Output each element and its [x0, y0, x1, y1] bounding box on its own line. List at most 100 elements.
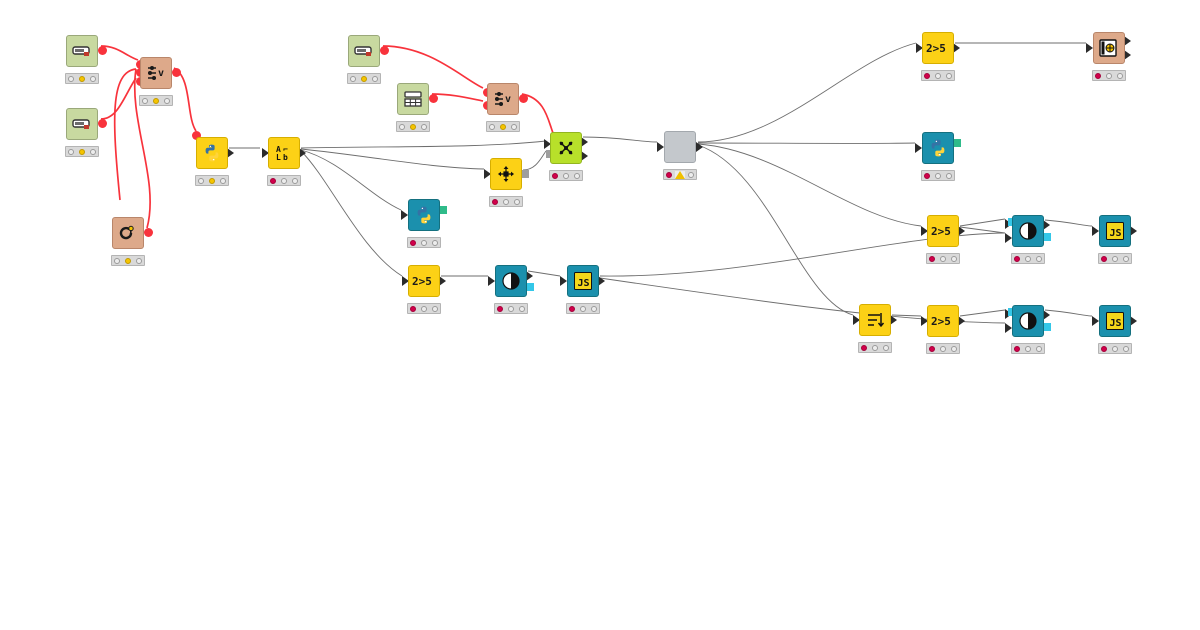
flow-variable-icon[interactable]: v [140, 57, 172, 89]
port-in-1-model-writer-brown-right[interactable] [1086, 43, 1093, 53]
port-in-1-sorter-row4[interactable] [853, 315, 860, 325]
port-out-1-file-reader-lower-left[interactable] [98, 119, 107, 128]
port-in-1-python-view-teal-mid[interactable] [401, 210, 408, 220]
math-formula-icon[interactable]: 2>5 [922, 32, 954, 64]
python-icon[interactable] [196, 137, 228, 169]
javascript-view-icon[interactable]: JS [1099, 215, 1131, 247]
javascript-view-icon[interactable]: JS [567, 265, 599, 297]
joiner-icon[interactable] [490, 158, 522, 190]
conn-math-row3-to-color-row3b[interactable] [959, 226, 1006, 234]
file-reader-icon[interactable] [66, 35, 98, 67]
conn-varmerge-loop-a[interactable] [113, 68, 137, 201]
port-in-1-python-script-left[interactable] [192, 131, 201, 140]
model-writer-icon[interactable] [1093, 32, 1125, 64]
conn-stringmanip-to-joiner[interactable] [300, 148, 485, 170]
port-in-2-color-manager-row3[interactable] [1005, 233, 1012, 243]
port-out-1-string-manipulation-node[interactable] [299, 148, 306, 158]
sorter-icon[interactable] [859, 304, 891, 336]
conn-filereader3-to-varmerge2[interactable] [382, 45, 484, 89]
conn-stringmanip-to-pythonview[interactable] [300, 149, 402, 211]
port-out-1-model-writer-brown-right[interactable] [1124, 36, 1131, 46]
port-out-1-credentials-config-node[interactable] [144, 228, 153, 237]
port-out-1-python-script-left[interactable] [227, 148, 234, 158]
conn-math-row4-to-color-row4[interactable] [959, 309, 1006, 317]
port-out-1-color-manager-row4[interactable] [1043, 310, 1050, 320]
port-in-1-js-view-row4[interactable] [1092, 316, 1099, 326]
status-light-3 [163, 97, 170, 104]
port-in-1-js-view-teal-mid[interactable] [560, 276, 567, 286]
status-light-1 [270, 177, 277, 184]
credentials-icon[interactable] [112, 217, 144, 249]
math-formula-icon[interactable]: 2>5 [927, 215, 959, 247]
port-in-2-color-manager-row4[interactable] [1005, 323, 1012, 333]
port-in-1-metanode-gray[interactable] [657, 142, 664, 152]
conn-metanode-to-math-row3[interactable] [697, 143, 922, 227]
port-out-1-java-snippet-lime[interactable] [581, 137, 588, 147]
flow-variable-icon[interactable]: v [487, 83, 519, 115]
conn-tablecreator-to-varmerge2[interactable] [431, 93, 484, 102]
conn-stringmanip-to-javasnip[interactable] [300, 140, 547, 149]
conn-varmerge-to-python[interactable] [173, 67, 197, 132]
file-reader-icon[interactable] [66, 108, 98, 140]
port-in-1-joiner-node-mid[interactable] [484, 169, 491, 179]
conn-joiner-to-javasnip[interactable] [522, 150, 547, 171]
color-manager-icon[interactable] [495, 265, 527, 297]
port-in-1-java-snippet-lime[interactable] [544, 139, 551, 149]
conn-javasnip-to-metanode[interactable] [582, 136, 658, 143]
port-out-1-sorter-row4[interactable] [890, 315, 897, 325]
port-out-1-joiner-node-mid[interactable] [521, 170, 529, 178]
port-in-1-js-view-row3[interactable] [1092, 226, 1099, 236]
math-formula-icon[interactable]: 2>5 [408, 265, 440, 297]
port-out-1-metanode-gray[interactable] [696, 142, 703, 152]
port-out-2-color-manager-row4[interactable] [1043, 323, 1051, 331]
file-reader-icon[interactable] [348, 35, 380, 67]
port-out-1-file-reader-mid-top[interactable] [380, 46, 389, 55]
port-out-1-math-formula-row4[interactable] [958, 316, 965, 326]
status-light-1 [142, 97, 149, 104]
metanode-icon[interactable] [664, 131, 696, 163]
port-out-1-js-view-row3[interactable] [1130, 226, 1137, 236]
port-out-2-model-writer-brown-right[interactable] [1124, 50, 1131, 60]
conn-color-row3-to-js-row3[interactable] [1044, 219, 1093, 227]
port-out-1-js-view-teal-mid[interactable] [598, 276, 605, 286]
port-out-1-python-view-teal-right[interactable] [953, 139, 961, 147]
color-manager-icon[interactable] [1012, 305, 1044, 337]
port-out-1-color-manager-teal-mid[interactable] [526, 271, 533, 281]
port-out-1-variable-merge-left[interactable] [172, 68, 181, 77]
port-in-1-math-formula-row4[interactable] [921, 316, 928, 326]
port-out-1-js-view-row4[interactable] [1130, 316, 1137, 326]
port-in-1-math-formula-mid[interactable] [402, 276, 409, 286]
conn-credentials-to-varmerge[interactable] [133, 68, 151, 229]
conn-stringmanip-to-mathform[interactable] [300, 150, 403, 277]
port-out-1-math-formula-row3[interactable] [958, 226, 965, 236]
port-out-1-python-view-teal-mid[interactable] [439, 206, 447, 214]
conn-filereader2-to-varmerge[interactable] [100, 77, 137, 120]
conn-color-row4-to-js-row4[interactable] [1044, 309, 1093, 317]
python-icon[interactable] [408, 199, 440, 231]
port-out-1-math-formula-top-right[interactable] [953, 43, 960, 53]
port-in-1-python-view-teal-right[interactable] [915, 143, 922, 153]
port-out-1-color-manager-row3[interactable] [1043, 220, 1050, 230]
table-creator-icon[interactable] [397, 83, 429, 115]
color-manager-icon[interactable] [1012, 215, 1044, 247]
port-out-2-color-manager-teal-mid[interactable] [526, 283, 534, 291]
port-in-1-color-manager-teal-mid[interactable] [488, 276, 495, 286]
port-out-1-file-reader-top-left[interactable] [98, 46, 107, 55]
java-snippet-icon[interactable] [550, 132, 582, 164]
port-in-1-math-formula-row3[interactable] [921, 226, 928, 236]
conn-math-row3-to-color-row3[interactable] [959, 218, 1006, 227]
port-in-1-math-formula-top-right[interactable] [916, 43, 923, 53]
javascript-view-icon[interactable]: JS [1099, 305, 1131, 337]
port-out-1-variable-merge-mid[interactable] [519, 94, 528, 103]
port-out-1-table-creator-mid[interactable] [429, 94, 438, 103]
conn-metanode-to-math-top[interactable] [697, 42, 917, 143]
math-formula-icon[interactable]: 2>5 [927, 305, 959, 337]
python-icon[interactable] [922, 132, 954, 164]
port-out-2-java-snippet-lime[interactable] [581, 151, 588, 161]
conn-metanode-to-sorter-row4[interactable] [697, 144, 854, 316]
port-out-2-color-manager-row3[interactable] [1043, 233, 1051, 241]
port-in-1-string-manipulation-node[interactable] [262, 148, 269, 158]
port-out-1-math-formula-mid[interactable] [439, 276, 446, 286]
